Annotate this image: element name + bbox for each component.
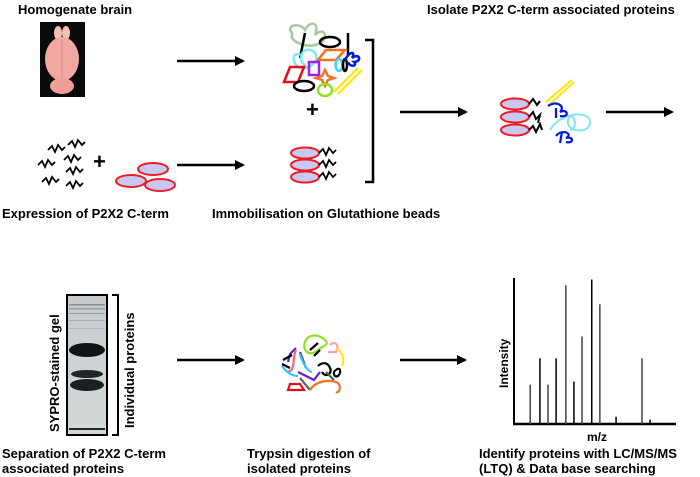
label-isolate-proteins: Isolate P2X2 C-term associated proteins [427,2,675,17]
label-trypsin-line2: isolated proteins [247,461,352,476]
plus-sign-top: + [306,97,319,122]
ms-spectrum-axes [513,278,676,426]
glutathione-beads-free-icon [115,162,176,192]
plus-sign-left: + [93,149,106,174]
label-homogenate-brain: Homogenate brain [18,2,133,17]
glutathione-beads-icon [290,146,337,184]
p2x2-cterm-peptides-icon [37,138,86,191]
label-identify-line1: Identify proteins with LC/MS/MS [479,446,677,461]
label-immobilisation: Immobilisation on Glutathione beads [212,206,441,221]
label-sypro-gel: SYPRO-stained gel [47,314,62,432]
trypsin-digest-icon [281,334,345,394]
label-expression-cterm: Expression of P2X2 C-term [2,206,169,221]
brain-image [40,22,85,97]
ms-ylabel: Intensity [497,338,511,388]
combine-bracket [365,38,375,184]
label-separation-line2: associated proteins [2,461,125,476]
ms-peaks [529,279,651,424]
sypro-gel-image [66,294,108,436]
label-separation-line1: Separation of P2X2 C-term [2,446,166,461]
isolated-complex-icon [500,79,592,144]
ms-xlabel: m/z [587,430,608,444]
protein-mixture-icon [282,22,363,98]
individual-proteins-bracket [112,294,119,436]
label-trypsin-line1: Trypsin digestion of [247,446,371,461]
label-identify-line2: (LTQ) & Data base searching [479,461,656,476]
label-individual-proteins: Individual proteins [122,312,137,428]
